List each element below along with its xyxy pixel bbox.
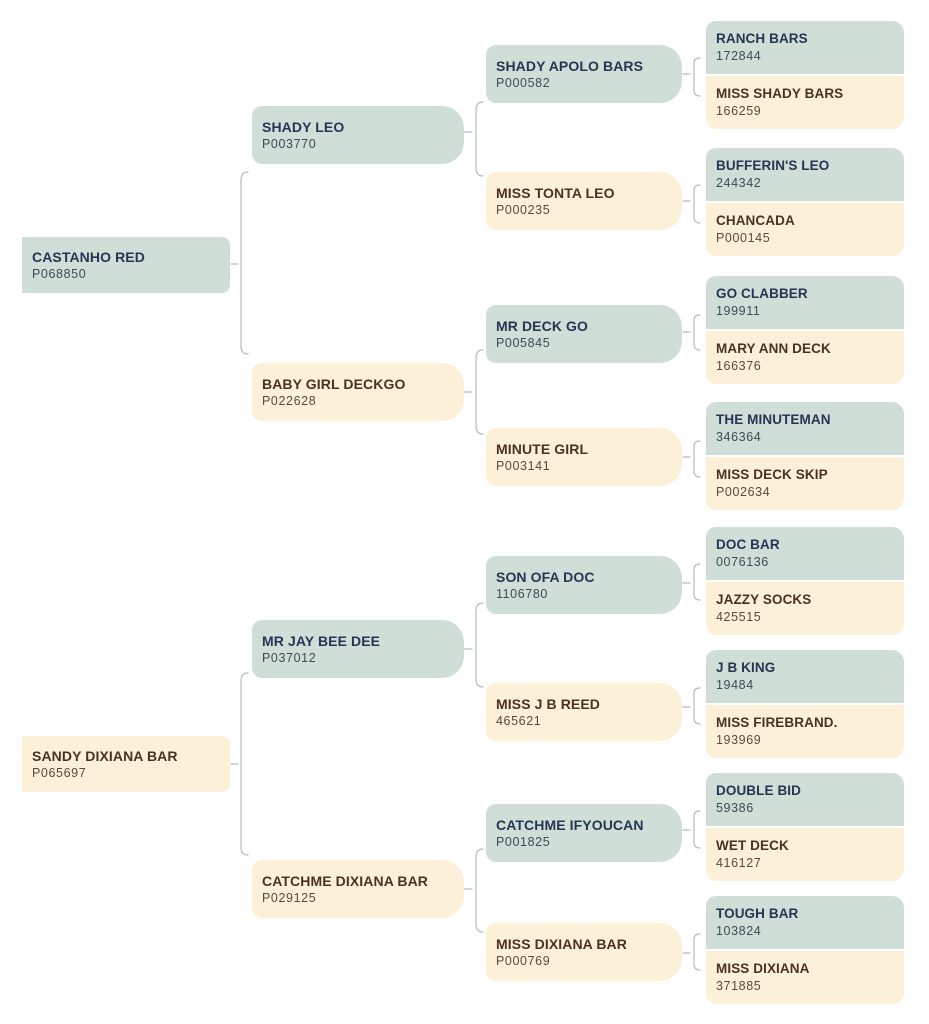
registration-number: P005845 <box>496 335 551 350</box>
horse-name: CASTANHO RED <box>32 248 145 265</box>
great-grandsire-node[interactable]: TOUGH BAR 103824 <box>706 896 904 949</box>
registration-number: 166259 <box>716 104 762 118</box>
horse-name: J B KING <box>716 660 776 675</box>
pedigree-root-horse[interactable]: SANDY DIXIANA BAR P065697 <box>22 736 230 792</box>
horse-name: SANDY DIXIANA BAR <box>32 747 178 764</box>
paternal-grandsire-node[interactable]: SHADY APOLO BARS P000582 <box>486 45 682 103</box>
registration-number: P000235 <box>496 202 551 217</box>
great-granddam-node[interactable]: MISS DECK SKIP P002634 <box>706 457 904 510</box>
registration-number: 199911 <box>716 304 761 318</box>
registration-number: 0076136 <box>716 555 769 569</box>
pedigree-root-horse[interactable]: CASTANHO RED P068850 <box>22 237 230 293</box>
sire-node[interactable]: MR JAY BEE DEE P037012 <box>252 620 464 678</box>
maternal-grandsire-node[interactable]: CATCHME IFYOUCAN P001825 <box>486 804 682 862</box>
horse-name: MISS DIXIANA BAR <box>496 935 627 952</box>
great-grandsire-node[interactable]: J B KING 19484 <box>706 650 904 703</box>
horse-name: MR DECK GO <box>496 317 588 334</box>
registration-number: P029125 <box>262 890 317 905</box>
great-granddam-node[interactable]: MISS DIXIANA 371885 <box>706 951 904 1004</box>
horse-name: MISS J B REED <box>496 695 600 712</box>
registration-number: 425515 <box>716 610 762 624</box>
registration-number: 346364 <box>716 430 762 444</box>
registration-number: P001825 <box>496 834 551 849</box>
great-granddam-node[interactable]: MISS FIREBRAND. 193969 <box>706 705 904 758</box>
horse-name: MINUTE GIRL <box>496 440 589 457</box>
great-granddam-node[interactable]: MARY ANN DECK 166376 <box>706 331 904 384</box>
registration-number: P037012 <box>262 650 317 665</box>
great-granddam-node[interactable]: JAZZY SOCKS 425515 <box>706 582 904 635</box>
horse-name: MR JAY BEE DEE <box>262 632 381 649</box>
registration-number: 59386 <box>716 801 754 815</box>
registration-number: P022628 <box>262 393 317 408</box>
registration-number: 166376 <box>716 359 762 373</box>
registration-number: P000769 <box>496 953 551 968</box>
great-grandsire-node[interactable]: GO CLABBER 199911 <box>706 276 904 329</box>
registration-number: 103824 <box>716 924 762 938</box>
great-granddam-node[interactable]: CHANCADA P000145 <box>706 203 904 256</box>
great-granddam-node[interactable]: WET DECK 416127 <box>706 828 904 881</box>
horse-name: GO CLABBER <box>716 286 808 301</box>
great-granddam-node[interactable]: MISS SHADY BARS 166259 <box>706 76 904 129</box>
registration-number: 172844 <box>716 49 762 63</box>
horse-name: DOUBLE BID <box>716 783 801 798</box>
registration-number: P065697 <box>32 765 87 780</box>
registration-number: P002634 <box>716 485 771 499</box>
registration-number: P000145 <box>716 231 771 245</box>
great-grandsire-node[interactable]: RANCH BARS 172844 <box>706 21 904 74</box>
registration-number: 193969 <box>716 733 762 747</box>
horse-name: MISS FIREBRAND. <box>716 715 838 730</box>
paternal-granddam-node[interactable]: MISS J B REED 465621 <box>486 683 682 741</box>
registration-number: P003770 <box>262 136 317 151</box>
horse-name: JAZZY SOCKS <box>716 592 812 607</box>
horse-name: MISS SHADY BARS <box>716 86 844 101</box>
dam-node[interactable]: BABY GIRL DECKGO P022628 <box>252 363 464 421</box>
horse-name: SHADY APOLO BARS <box>496 57 644 74</box>
horse-name: WET DECK <box>716 838 789 853</box>
sire-node[interactable]: SHADY LEO P003770 <box>252 106 464 164</box>
great-grandsire-node[interactable]: THE MINUTEMAN 346364 <box>706 402 904 455</box>
paternal-grandsire-node[interactable]: SON OFA DOC 1106780 <box>486 556 682 614</box>
registration-number: P000582 <box>496 75 551 90</box>
horse-name: RANCH BARS <box>716 31 808 46</box>
registration-number: P068850 <box>32 266 87 281</box>
registration-number: 465621 <box>496 713 542 728</box>
maternal-granddam-node[interactable]: MINUTE GIRL P003141 <box>486 428 682 486</box>
horse-name: BABY GIRL DECKGO <box>262 375 406 392</box>
registration-number: 19484 <box>716 678 754 692</box>
horse-name: THE MINUTEMAN <box>716 412 831 427</box>
maternal-granddam-node[interactable]: MISS DIXIANA BAR P000769 <box>486 923 682 981</box>
horse-name: MISS DECK SKIP <box>716 467 828 482</box>
horse-name: CATCHME IFYOUCAN <box>496 816 644 833</box>
horse-name: SON OFA DOC <box>496 568 595 585</box>
registration-number: P003141 <box>496 458 551 473</box>
horse-name: MISS TONTA LEO <box>496 184 615 201</box>
paternal-granddam-node[interactable]: MISS TONTA LEO P000235 <box>486 172 682 230</box>
horse-name: CATCHME DIXIANA BAR <box>262 872 429 889</box>
registration-number: 371885 <box>716 979 762 993</box>
great-grandsire-node[interactable]: DOC BAR 0076136 <box>706 527 904 580</box>
horse-name: SHADY LEO <box>262 118 345 135</box>
great-grandsire-node[interactable]: BUFFERIN'S LEO 244342 <box>706 148 904 201</box>
horse-name: MARY ANN DECK <box>716 341 831 356</box>
registration-number: 244342 <box>716 176 762 190</box>
horse-name: DOC BAR <box>716 537 780 552</box>
dam-node[interactable]: CATCHME DIXIANA BAR P029125 <box>252 860 464 918</box>
registration-number: 1106780 <box>496 586 548 601</box>
horse-name: CHANCADA <box>716 213 795 228</box>
maternal-grandsire-node[interactable]: MR DECK GO P005845 <box>486 305 682 363</box>
horse-name: BUFFERIN'S LEO <box>716 158 830 173</box>
horse-name: TOUGH BAR <box>716 906 799 921</box>
great-grandsire-node[interactable]: DOUBLE BID 59386 <box>706 773 904 826</box>
horse-name: MISS DIXIANA <box>716 961 810 976</box>
registration-number: 416127 <box>716 856 762 870</box>
